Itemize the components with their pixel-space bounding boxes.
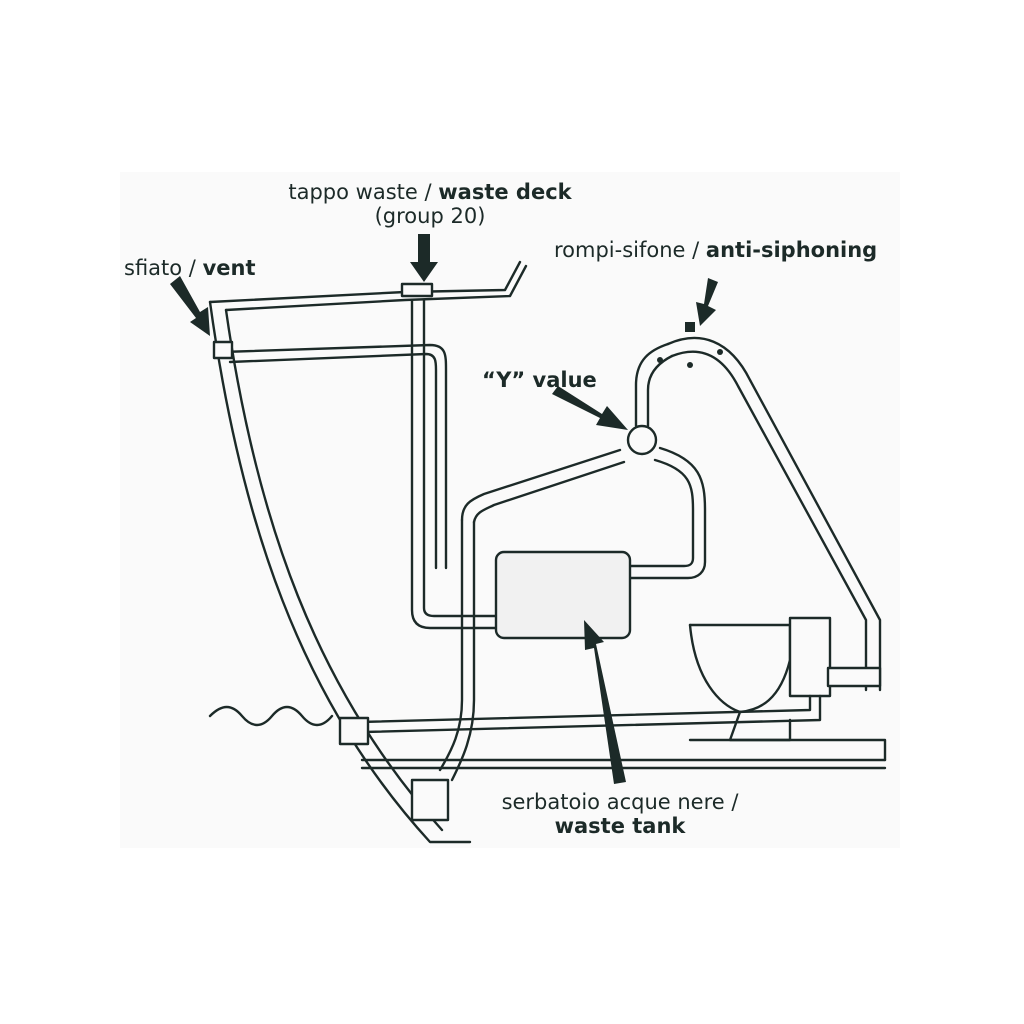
waste-tank-english: waste tank xyxy=(554,814,686,838)
waste-deck-italian: tappo waste / xyxy=(288,180,432,204)
tank-to-y-valve-pipe-inner xyxy=(472,460,626,524)
anti-siphon-loop xyxy=(666,336,882,692)
y-to-tank-pipe-inner xyxy=(628,458,695,568)
y-valve-stem xyxy=(634,342,670,428)
y-to-tank-pipe xyxy=(628,446,707,580)
anti-siphoning-label: rompi-sifone / anti-siphoning xyxy=(554,238,877,262)
toilet-pump xyxy=(788,616,832,698)
toilet-bowl-front xyxy=(688,623,742,714)
waste-deck-note: (group 20) xyxy=(374,204,486,228)
anti-siphon-valve xyxy=(685,322,695,332)
waste-tank-italian: serbatoio acque nere / xyxy=(501,790,739,814)
deck-line xyxy=(208,260,522,304)
intake-seacock xyxy=(338,716,370,746)
diagram-background xyxy=(120,172,900,848)
hull-inner-outline xyxy=(224,308,444,832)
anti-siphon-loop-inner xyxy=(670,350,868,692)
pump-fitting xyxy=(826,666,882,688)
deck-waste-pipe-inner xyxy=(422,298,498,618)
y-valve-arrow xyxy=(552,386,628,430)
vent-label: sfiato / vent xyxy=(124,256,255,280)
waste-deck-label: tappo waste / waste deck (group 20) xyxy=(260,180,600,228)
anti-siphoning-italian: rompi-sifone / xyxy=(554,238,700,262)
vent-pipe xyxy=(220,343,448,570)
anti-siphoning-arrow xyxy=(696,278,718,326)
deck-waste-pipe xyxy=(410,298,498,630)
intake-hose-inner xyxy=(362,694,822,734)
vent-fitting xyxy=(212,340,234,360)
y-valve-stem-inner xyxy=(646,354,674,428)
discharge-seacock xyxy=(410,778,450,822)
hull-outline xyxy=(208,300,472,844)
vent-italian: sfiato / xyxy=(124,256,196,280)
tank-to-y-valve-pipe xyxy=(460,448,622,522)
intake-hose xyxy=(358,694,812,724)
y-valve-label: “Y” value xyxy=(482,368,597,392)
waste-tank xyxy=(494,550,632,640)
vent-pipe-inner xyxy=(228,352,438,570)
y-valve-english: “Y” value xyxy=(482,368,597,392)
discharge-pipe-inner xyxy=(450,520,476,782)
water-waves xyxy=(208,705,334,727)
discharge-pipe xyxy=(438,518,464,772)
vent-arrow xyxy=(170,276,210,336)
anti-siphoning-english: anti-siphoning xyxy=(705,238,878,262)
deck-fitting xyxy=(400,282,434,298)
toilet-base xyxy=(688,738,887,762)
waste-tank-label: serbatoio acque nere / waste tank xyxy=(480,790,760,838)
anti-siphon-dot xyxy=(717,349,723,355)
waste-tank-arrow xyxy=(584,620,626,784)
anti-siphon-dot xyxy=(657,357,663,363)
waste-deck-english: waste deck xyxy=(438,180,572,204)
deck-line-lower xyxy=(224,264,528,312)
anti-siphon-dot xyxy=(687,362,693,368)
vent-english: vent xyxy=(202,256,256,280)
y-valve xyxy=(626,424,658,456)
waste-deck-arrow xyxy=(410,234,438,282)
